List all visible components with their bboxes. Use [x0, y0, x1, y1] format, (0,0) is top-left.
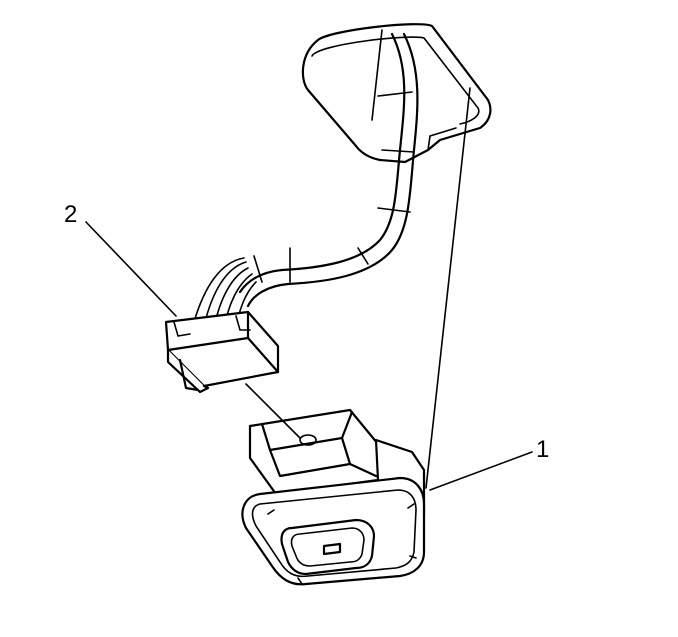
callout-label-1: 1 — [536, 436, 549, 463]
leader-line-1 — [429, 451, 533, 491]
leader-line-2 — [85, 221, 177, 317]
callout-label-2: 2 — [64, 201, 77, 228]
switch-assembly — [241, 408, 426, 586]
alignment-line — [245, 383, 301, 439]
harness-connector — [164, 310, 280, 394]
